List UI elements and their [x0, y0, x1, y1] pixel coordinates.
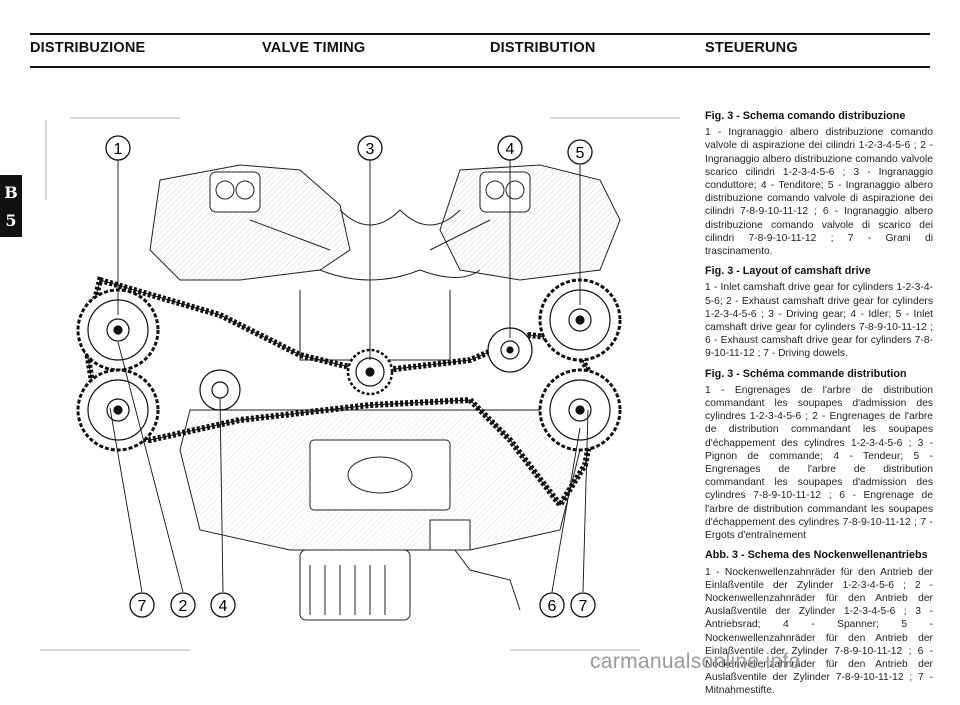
gear-inlet-right	[538, 278, 622, 362]
callout-3: 3	[357, 135, 383, 161]
svg-text:4: 4	[506, 141, 515, 158]
callout-4-top: 4	[497, 135, 523, 161]
svg-text:3: 3	[366, 141, 375, 158]
section-tab: B 5	[0, 175, 22, 237]
caption-german: Abb. 3 - Schema des Nockenwellenantriebs…	[705, 549, 933, 697]
svg-text:1: 1	[114, 141, 123, 158]
svg-text:7: 7	[138, 598, 147, 615]
caption-body: 1 - Ingranaggio albero distribuzione com…	[705, 127, 933, 258]
gear-exhaust-right	[538, 368, 622, 452]
caption-title: Fig. 3 - Schema comando distribuzione	[705, 110, 906, 122]
callout-5: 5	[567, 139, 593, 165]
header-title-german: STEUERUNG	[705, 40, 798, 56]
svg-text:2: 2	[179, 598, 188, 615]
callout-7-right: 7	[570, 592, 596, 618]
watermark-text: carmanualsonline.info	[590, 650, 801, 673]
caption-french: Fig. 3 - Schéma commande distribution 1 …	[705, 368, 933, 543]
caption-title: Abb. 3 - Schema des Nockenwellenantriebs	[705, 549, 928, 562]
caption-title: Fig. 3 - Layout of camshaft drive	[705, 265, 871, 278]
header-top-rule	[30, 33, 930, 35]
callout-2: 2	[170, 592, 196, 618]
caption-column: Fig. 3 - Schema comando distribuzione 1 …	[705, 110, 933, 705]
caption-body: 1 - Nockenwellenzahnräder für den Antrie…	[705, 566, 933, 697]
engine-lower-block	[179, 409, 581, 621]
svg-text:6: 6	[548, 598, 557, 615]
caption-title: Fig. 3 - Schéma commande distribution	[705, 367, 907, 380]
header-title-english: VALVE TIMING	[262, 40, 366, 56]
idler-left	[199, 369, 241, 411]
engine-upper-block	[149, 164, 621, 361]
callout-1: 1	[105, 135, 131, 161]
gear-exhaust-left	[76, 368, 160, 452]
svg-text:7: 7	[579, 598, 588, 615]
callout-leaders	[109, 160, 589, 593]
section-tab-number: 5	[5, 211, 17, 230]
svg-text:5: 5	[576, 145, 585, 162]
section-tab-letter: B	[4, 183, 18, 202]
callout-4-bottom: 4	[210, 592, 236, 618]
caption-italian: Fig. 3 - Schema comando distribuzione 1 …	[705, 110, 933, 258]
caption-body: 1 - Engrenages de l'arbre de distributio…	[705, 384, 933, 542]
caption-english: Fig. 3 - Layout of camshaft drive 1 - In…	[705, 265, 933, 360]
header-bottom-rule	[30, 66, 930, 68]
page-header: DISTRIBUZIONE VALVE TIMING DISTRIBUTION …	[0, 0, 960, 70]
header-title-italian: DISTRIBUZIONE	[30, 40, 146, 56]
camshaft-drive-illustration: 1 3 4 5 7 2 4 6	[40, 117, 680, 651]
header-title-french: DISTRIBUTION	[490, 40, 596, 56]
caption-body: 1 - Inlet camshaft drive gear for cylind…	[705, 282, 933, 360]
callout-6: 6	[539, 592, 565, 618]
svg-text:4: 4	[219, 598, 228, 615]
callout-7-left: 7	[129, 592, 155, 618]
